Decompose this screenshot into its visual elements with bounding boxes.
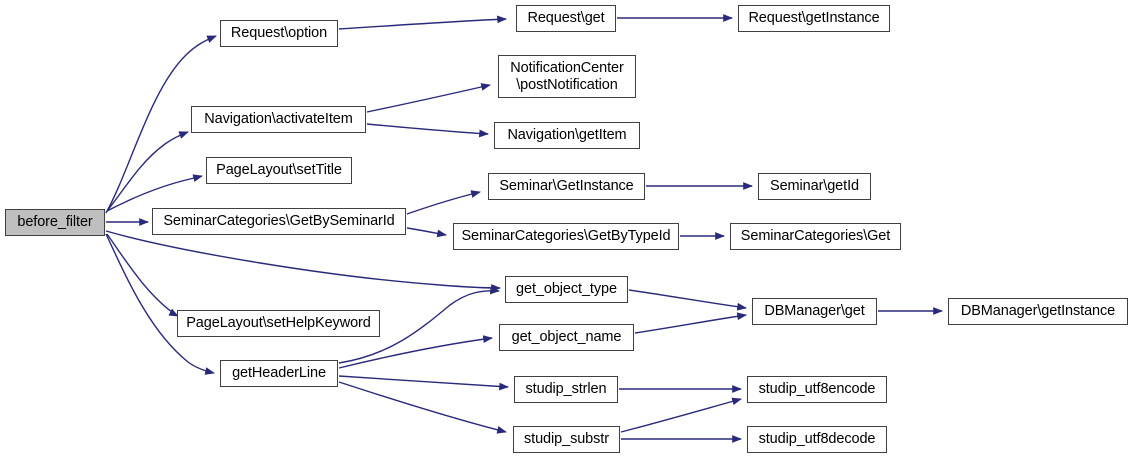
node-seminarcategories_getbytypeid[interactable]: SeminarCategories\GetByTypeId	[453, 223, 679, 250]
node-pagelayout_sethelpkeyword[interactable]: PageLayout\setHelpKeyword	[177, 310, 380, 337]
node-navigation_activateitem[interactable]: Navigation\activateItem	[191, 106, 366, 133]
node-studip_utf8encode[interactable]: studip_utf8encode	[747, 376, 887, 403]
node-dbmanager_get[interactable]: DBManager\get	[752, 298, 877, 325]
node-seminar_getid[interactable]: Seminar\getId	[758, 173, 871, 200]
node-notificationcenter_postnotification[interactable]: NotificationCenter \postNotification	[498, 55, 636, 98]
node-studip_strlen[interactable]: studip_strlen	[514, 376, 618, 403]
node-getheaderline[interactable]: getHeaderLine	[220, 360, 338, 387]
node-get_object_name[interactable]: get_object_name	[499, 324, 634, 351]
node-request_get[interactable]: Request\get	[516, 5, 616, 32]
node-seminarcategories_get[interactable]: SeminarCategories\Get	[730, 223, 901, 250]
node-seminarcategories_getbyseminarid[interactable]: SeminarCategories\GetBySeminarId	[152, 208, 406, 235]
node-dbmanager_getinstance[interactable]: DBManager\getInstance	[948, 298, 1128, 325]
node-seminar_getinstance[interactable]: Seminar\GetInstance	[488, 173, 645, 200]
node-pagelayout_settitle[interactable]: PageLayout\setTitle	[206, 157, 352, 184]
node-navigation_getitem[interactable]: Navigation\getItem	[494, 122, 640, 149]
node-studip_substr[interactable]: studip_substr	[513, 426, 620, 453]
node-studip_utf8decode[interactable]: studip_utf8decode	[747, 426, 887, 453]
node-request_getinstance[interactable]: Request\getInstance	[738, 5, 890, 32]
node-get_object_type[interactable]: get_object_type	[505, 276, 628, 303]
node-before_filter[interactable]: before_filter	[5, 209, 105, 236]
node-request_option[interactable]: Request\option	[220, 20, 338, 47]
